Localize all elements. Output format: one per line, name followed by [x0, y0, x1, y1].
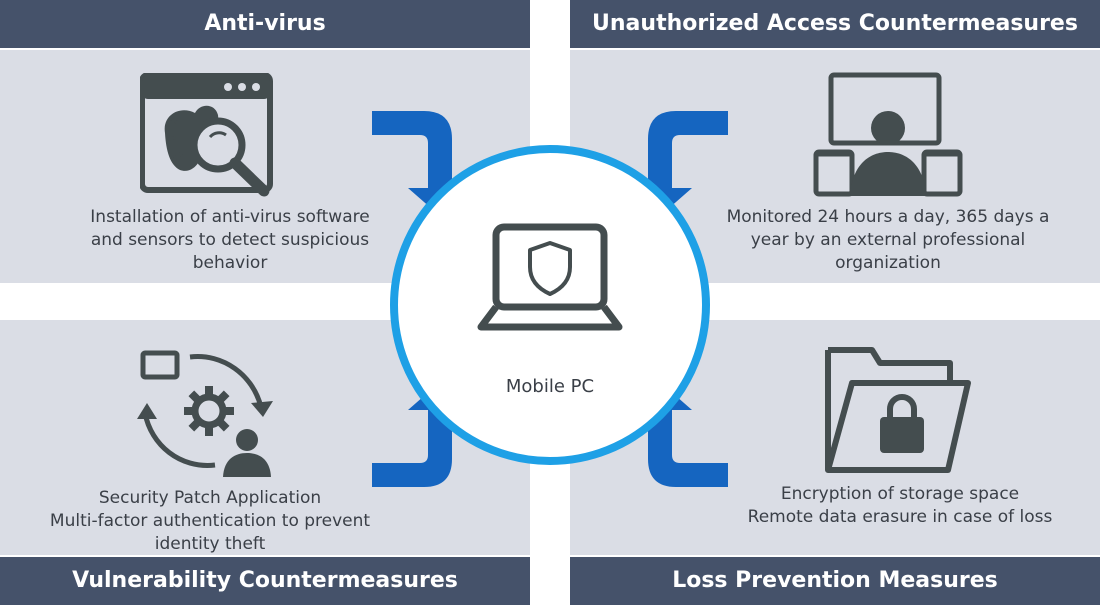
description-line: behavior	[192, 253, 268, 273]
center-label: Mobile PC	[505, 376, 595, 397]
vulnerability-title: Vulnerability Countermeasures	[0, 557, 530, 605]
description-line: Encryption of storage space	[780, 484, 1020, 504]
loss-title: Loss Prevention Measures	[570, 557, 1100, 605]
loss-description: Encryption of storage space Remote data …	[720, 483, 1080, 529]
unauthorized-title: Unauthorized Access Countermeasures	[570, 0, 1100, 48]
description-line: identity theft	[154, 534, 266, 554]
description-line: year by an external professional	[750, 230, 1026, 250]
description-line: Installation of anti-virus software	[90, 207, 370, 227]
vulnerability-description: Security Patch Application Multi-factor …	[20, 487, 400, 556]
antivirus-title: Anti-virus	[0, 0, 530, 48]
patch-cycle-icon	[135, 345, 275, 480]
description-line: Monitored 24 hours a day, 365 days a	[726, 207, 1050, 227]
description-line: Multi-factor authentication to prevent	[49, 511, 371, 531]
monitoring-user-icon	[812, 72, 964, 200]
browser-scan-icon	[140, 73, 275, 198]
unauthorized-description: Monitored 24 hours a day, 365 days a yea…	[683, 206, 1093, 275]
laptop-shield-icon	[475, 223, 625, 335]
description-line: organization	[835, 253, 941, 273]
description-line: and sensors to detect suspicious	[90, 230, 370, 250]
center-circle: Mobile PC	[390, 145, 710, 465]
description-line: Remote data erasure in case of loss	[747, 507, 1053, 527]
locked-folder-icon	[822, 345, 972, 475]
antivirus-description: Installation of anti-virus software and …	[30, 206, 430, 275]
description-line: Security Patch Application	[98, 488, 322, 508]
